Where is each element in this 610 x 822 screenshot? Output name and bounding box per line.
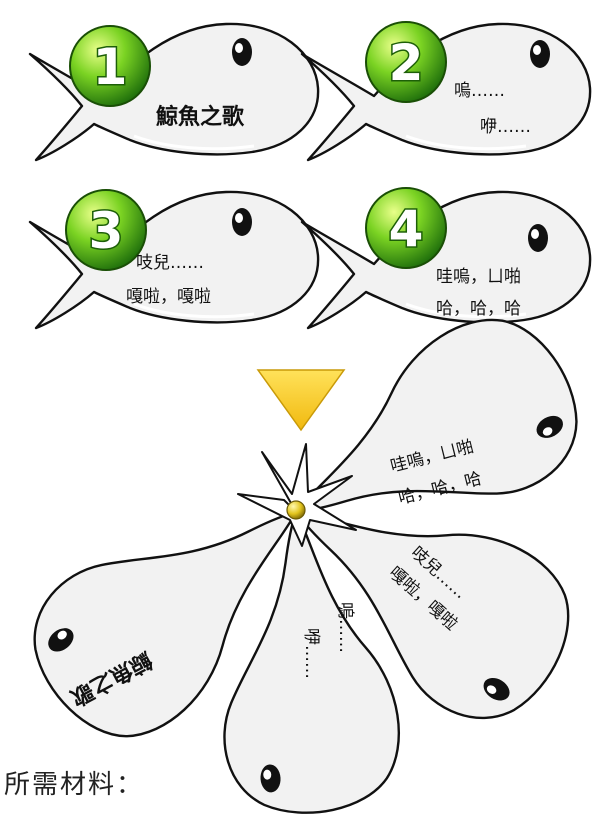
star-fastener-icon (237, 443, 357, 547)
whale-eye-icon (528, 224, 548, 252)
number-badge-1: 1 (69, 25, 151, 107)
card-text-line: 吱兒…… (136, 253, 204, 273)
badge-number: 1 (93, 38, 128, 96)
assembled-fan: 哇嗚，ㄩ啪 哈，哈，哈 吱兒…… 嘎啦，嘎啦 鯨魚之歌 嗚…… 咿…… (3, 292, 604, 820)
down-arrow-icon (256, 369, 346, 432)
badge-number: 2 (389, 34, 424, 92)
number-badge-2: 2 (365, 21, 447, 103)
card-text-line: 鯨魚之歌 (155, 104, 245, 130)
badge-number: 3 (89, 202, 124, 260)
card-text-line: 嗚…… (454, 81, 505, 101)
whale-card-1: 1 鯨魚之歌 (28, 22, 320, 162)
card-text-line: 咿…… (480, 117, 531, 137)
whale-eye-icon (232, 38, 252, 66)
whale-shape (28, 22, 320, 162)
fan-text-line: 嗚…… (335, 602, 355, 653)
badge-number: 4 (389, 200, 424, 258)
fan-text-line: 咿…… (301, 628, 321, 679)
whale-card-3: 3 吱兒…… 嘎啦，嘎啦 (28, 189, 320, 330)
materials-heading: 所需材料： (4, 770, 145, 800)
whale-eye-icon (530, 40, 550, 68)
card-text-line: 嘎啦，嘎啦 (126, 287, 211, 307)
whale-card-4: 4 哇嗚，ㄩ啪 哈，哈，哈 (300, 187, 592, 330)
fan-pivot-knob (286, 500, 306, 520)
number-badge-4: 4 (365, 187, 447, 269)
card-text-line: 哇嗚，ㄩ啪 (436, 267, 521, 287)
whale-eye-icon (232, 208, 252, 236)
number-badge-3: 3 (65, 189, 147, 271)
card-text-line: 哈，哈，哈 (436, 299, 521, 319)
whale-card-2: 2 嗚…… 咿…… (300, 21, 592, 162)
